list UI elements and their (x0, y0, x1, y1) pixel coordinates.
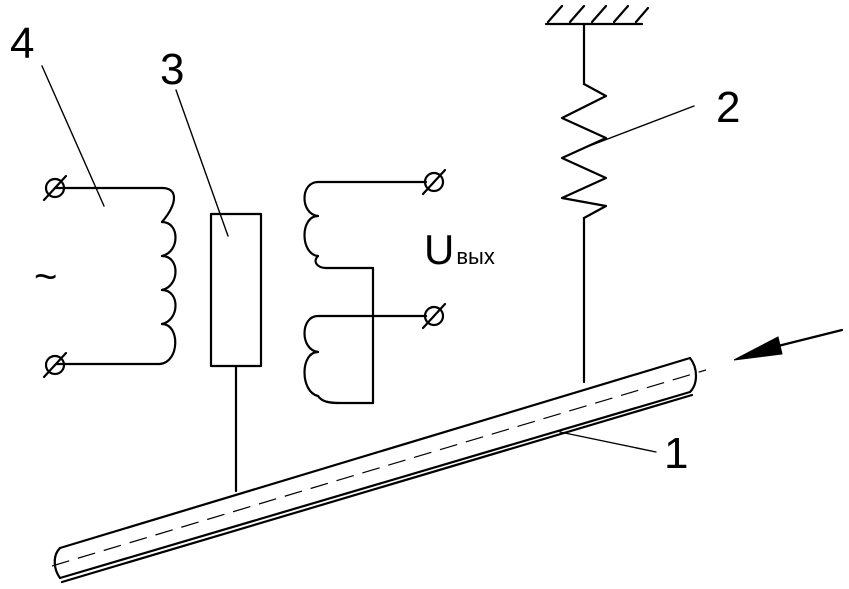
ac-source-symbol: ~ (34, 255, 57, 299)
input-terminal-top (42, 174, 68, 202)
rod (51, 356, 707, 584)
input-terminal-bottom (42, 351, 68, 379)
label-spring: 2 (716, 83, 740, 132)
spring (560, 22, 695, 384)
secondary-winding (303, 180, 428, 405)
ground-hatch (544, 4, 650, 26)
label-rod: 1 (664, 429, 688, 478)
output-voltage-main: U (424, 226, 454, 273)
force-arrow (733, 328, 844, 361)
output-terminal-bottom (421, 302, 447, 330)
label-primary-winding: 4 (10, 19, 34, 68)
output-voltage-subscript: вых (456, 244, 495, 269)
primary-winding (41, 65, 177, 366)
core (175, 89, 263, 493)
output-voltage-label: Uвых (424, 226, 495, 273)
label-core: 3 (160, 45, 184, 94)
output-terminal-top (421, 168, 447, 196)
